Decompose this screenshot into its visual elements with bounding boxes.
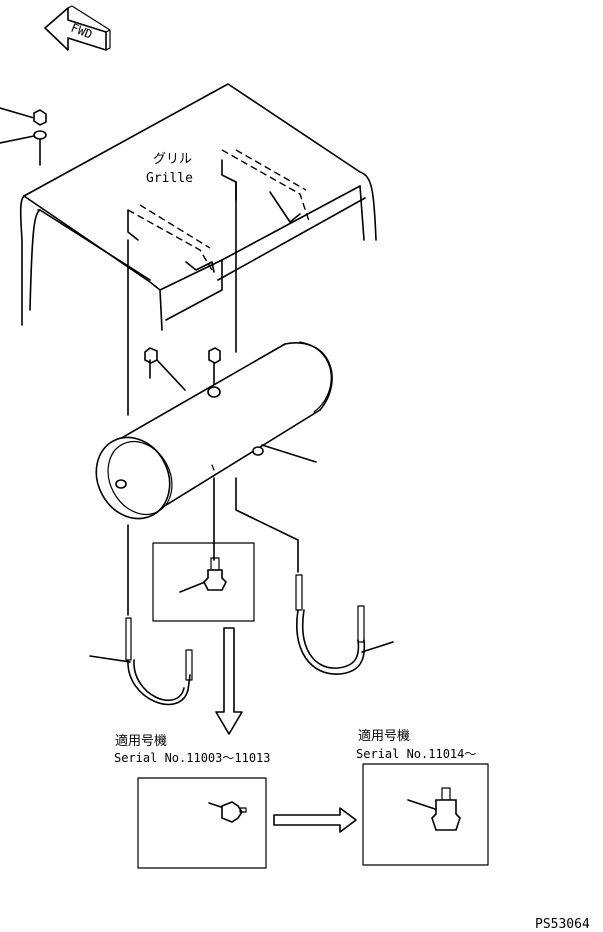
right-hose <box>295 574 394 675</box>
serial-jp-2: 適用号機 <box>358 728 410 744</box>
serial-jp-1: 適用号機 <box>115 733 167 749</box>
fwd-arrow-icon: FWD <box>44 5 111 51</box>
detail-box-old <box>137 777 267 869</box>
air-tank <box>95 341 333 520</box>
grille-label-en: Grille <box>146 171 193 186</box>
serial-range-2: Serial No.11014～ <box>356 747 476 761</box>
tank-fittings <box>144 347 221 398</box>
grille-label-jp: グリル <box>153 152 192 167</box>
serial-range-1: Serial No.11003～11013 <box>114 751 271 765</box>
right-arrow-icon <box>273 807 357 833</box>
drain-valve-detail <box>152 542 255 622</box>
detail-box-new <box>362 763 489 866</box>
part-code: PS53064 <box>535 917 590 932</box>
fwd-label: FWD <box>69 21 94 42</box>
left-hose <box>89 617 193 706</box>
nut-washer <box>0 107 47 166</box>
grille-housing <box>19 83 377 331</box>
down-arrow-icon <box>215 627 243 735</box>
